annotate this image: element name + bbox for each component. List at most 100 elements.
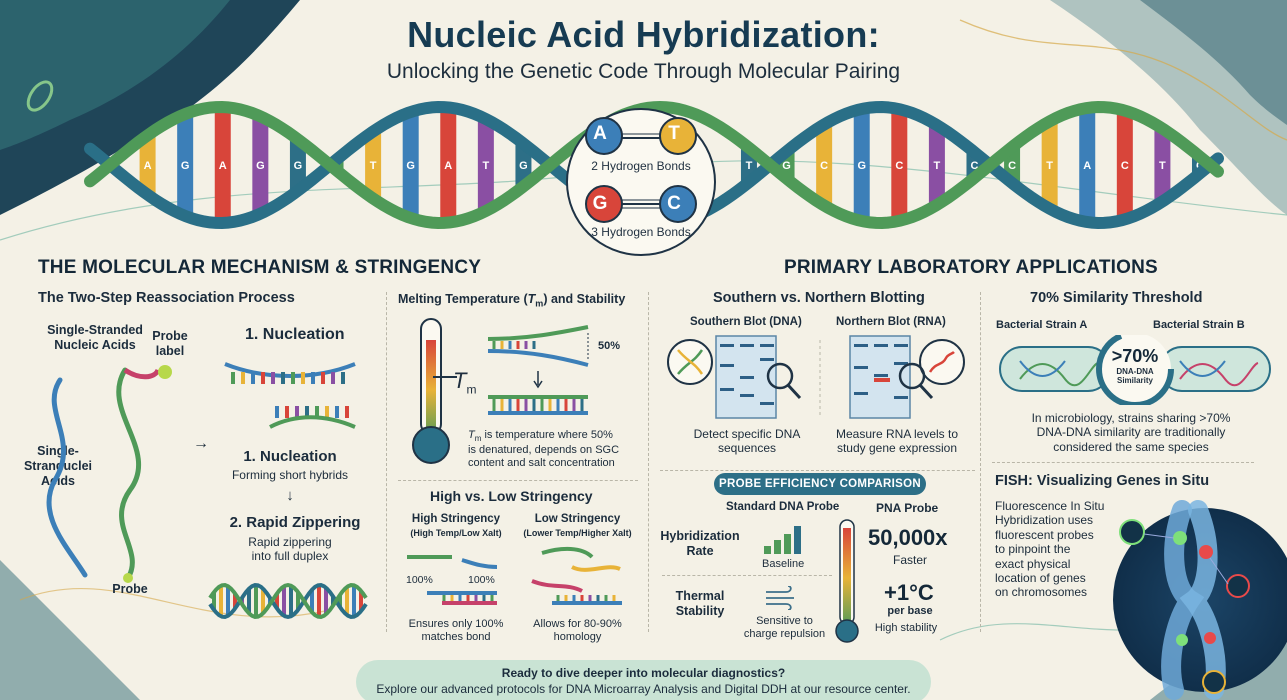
cytosine-icon (659, 185, 697, 223)
gc-bond-label: 3 Hydrogen Bonds (591, 225, 691, 239)
applications-section-title: PRIMARY LABORATORY APPLICATIONS (784, 257, 1158, 278)
low-stringency-title: Low Stringency (534, 513, 621, 525)
probe-efficiency-title: PROBE EFFICIENCY COMPARISON (714, 473, 926, 495)
helix-base-rung (853, 108, 870, 222)
helix-base-letter: C (820, 160, 828, 172)
helix-base-letter: A (219, 160, 227, 172)
base-pair-icons (585, 117, 697, 223)
green-probe-icon (1173, 531, 1187, 545)
fish-desc: Fluorescence In Situ Hybridization uses … (995, 499, 1105, 600)
cta-line-1: Ready to dive deeper into molecular diag… (501, 666, 786, 680)
high-pct-a: 100% (406, 574, 433, 586)
zippering-desc: Rapid zippering into full duplex (248, 535, 332, 564)
helix-base-letter: T (1159, 160, 1166, 172)
base-c: C (667, 193, 681, 214)
helix-base-letter: G (294, 160, 303, 172)
helix-base-rung (1079, 107, 1096, 223)
zippering-title: 2. Rapid Zippering (229, 514, 361, 531)
helix-base-rung (139, 135, 156, 195)
adenine-icon (585, 117, 623, 155)
helix-base-letter: C (971, 160, 979, 172)
helix-backbone-2 (84, 100, 1224, 229)
helix-base-rung (816, 124, 833, 206)
blotting-illustration (667, 335, 965, 419)
helix-base-rung (1154, 128, 1171, 202)
blotting-title: Southern vs. Northern Blotting (713, 290, 925, 306)
helix-base-letter: G (519, 160, 528, 172)
low-stringency-desc: Allows for 80-90% homology (533, 618, 622, 644)
cta-banner[interactable]: Ready to dive deeper into molecular diag… (356, 660, 931, 700)
hybridization-rate-row: Hybridization Rate (660, 529, 740, 558)
at-bond-label: 2 Hydrogen Bonds (591, 159, 691, 173)
high-stringency-desc: Ensures only 100% matches bond (408, 618, 504, 644)
thermometer-icon (412, 318, 457, 464)
helix-base-letter: G (857, 160, 866, 172)
similarity-ring (1096, 335, 1174, 405)
pna-rate-label: Faster (892, 553, 927, 567)
probe-text: Probe (112, 582, 148, 596)
stringency-title: High vs. Low Stringency (430, 488, 593, 504)
helix-base-letter: C (1008, 160, 1016, 172)
similarity-desc: In microbiology, strains sharing >70% DN… (1031, 411, 1231, 454)
helix-base-rung (891, 109, 908, 221)
helix-base-rung (214, 107, 231, 223)
strain-a-label: Bacterial Strain A (996, 319, 1088, 331)
helix-base-rung (252, 116, 269, 214)
melting-percent: 50% (598, 340, 621, 352)
helix-base-rung (477, 119, 494, 211)
base-g: G (592, 193, 608, 214)
low-stringency-sub: (Lower Temp/Higher Xalt) (523, 528, 632, 538)
page-title: Nucleic Acid Hybridization: (407, 14, 880, 55)
helix-base-rung (177, 114, 194, 216)
base-a: A (593, 123, 607, 144)
helix-base-letter: T (370, 160, 377, 172)
cta-line-2[interactable]: Explore our advanced protocols for DNA M… (376, 682, 911, 696)
pna-probe-col: PNA Probe (876, 501, 939, 515)
helix-base-letter: G (256, 160, 265, 172)
strain-b-label: Bacterial Strain B (1153, 319, 1245, 331)
helix-base-letter: T (746, 160, 753, 172)
page-subtitle: Unlocking the Genetic Code Through Molec… (386, 60, 901, 83)
nucleation-step-title: 1. Nucleation (243, 448, 337, 465)
similarity-badge-label: DNA-DNA Similarity (1116, 367, 1154, 385)
divider (386, 292, 387, 632)
thymine-icon (659, 117, 697, 155)
denaturing-strands-illustration (488, 325, 589, 415)
stringency-illustration (407, 546, 622, 605)
probe-label-text: Probe label (152, 329, 188, 358)
helix-base-letter: C (1121, 160, 1129, 172)
melting-title: Melting Temperature (Tm) and Stability (398, 292, 626, 309)
single-stranded-label: Single-Stranded Nucleic Acids (47, 323, 143, 352)
high-stringency-title: High Stringency (411, 513, 501, 525)
helix-base-letter: G (782, 160, 791, 172)
baseline-text: Baseline (762, 558, 805, 570)
red-probe-icon (1199, 545, 1213, 559)
nucleation-illustration (224, 362, 356, 429)
wind-icon (766, 586, 794, 610)
probe-label-icon (158, 365, 172, 379)
single-strands-illustration (46, 365, 172, 583)
pna-thermal-label: High stability (874, 622, 938, 634)
similarity-badge-pct: >70% (1111, 346, 1159, 366)
helix-base-rung (1041, 121, 1058, 209)
helix-base-rung (440, 107, 457, 223)
guanine-icon (585, 185, 623, 223)
southern-blot-title: Southern Blot (DNA) (690, 316, 802, 328)
helix-base-rung (1116, 110, 1133, 220)
nucleation-title: 1. Nucleation (245, 326, 345, 343)
southern-desc: Detect specific DNA sequences (693, 427, 801, 456)
divider (648, 292, 649, 632)
down-arrow-icon: ↓ (286, 487, 294, 504)
magnifier-icon (766, 362, 794, 390)
helix-base-letter: A (1083, 160, 1091, 172)
helix-base-rung (365, 131, 382, 199)
pna-rate-value: 50,000x (868, 525, 948, 550)
divider (398, 480, 638, 481)
magnifier-icon-2 (898, 362, 926, 390)
northern-blot-title: Northern Blot (RNA) (836, 316, 946, 328)
helix-base-rung (289, 139, 306, 191)
helix-base-letter: G (181, 160, 190, 172)
helix-base-letter: A (144, 160, 152, 172)
fish-title: FISH: Visualizing Genes in Situ (995, 473, 1210, 489)
mechanism-section-title: THE MOLECULAR MECHANISM & STRINGENCY (38, 257, 482, 278)
